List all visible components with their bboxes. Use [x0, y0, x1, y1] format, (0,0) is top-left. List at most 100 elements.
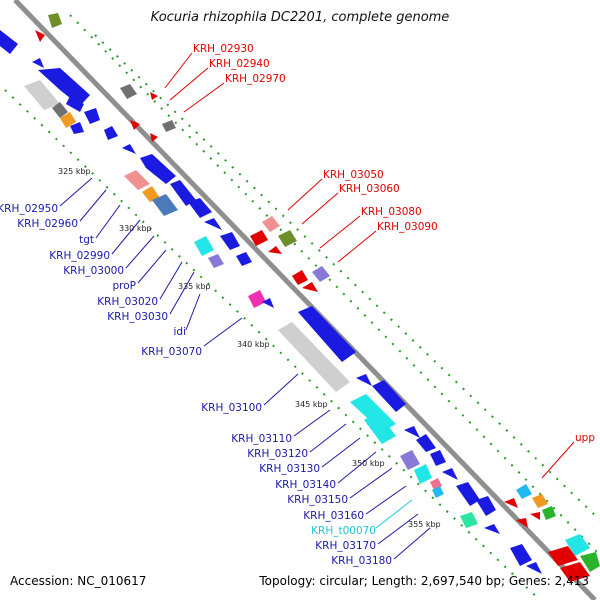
- gene-label: KRH_03120: [247, 448, 308, 460]
- reverse-gene-labels: KRH_02950 KRH_02960 tgt KRH_02990 KRH_03…: [0, 203, 392, 567]
- gene-feature: [35, 30, 45, 42]
- gene-feature: [484, 524, 500, 534]
- gene-feature: [530, 512, 540, 520]
- gene-label: KRH_03140: [275, 479, 336, 491]
- gene-feature: [414, 464, 432, 484]
- gene-feature: [38, 68, 90, 106]
- gene-feature: [312, 266, 330, 282]
- gene-feature: [432, 486, 444, 498]
- gene-feature: [70, 122, 84, 134]
- gene-feature: [364, 412, 396, 444]
- gene-label: KRH_02930: [193, 43, 254, 55]
- scale-ticks: 325 kbp 330 kbp 335 kbp 340 kbp 345 kbp …: [58, 167, 441, 529]
- genome-summary-text: Topology: circular; Length: 2,697,540 bp…: [259, 574, 589, 588]
- gene-feature: [188, 198, 212, 218]
- rna-leader: [375, 499, 413, 529]
- forward-features: [35, 13, 600, 582]
- gene-feature: [456, 482, 480, 506]
- gene-feature: [516, 484, 532, 499]
- gene-feature: [122, 144, 136, 154]
- outer-guide-track: [69, 14, 600, 556]
- gene-label: KRH_03130: [259, 463, 320, 475]
- gene-feature: [278, 230, 297, 247]
- scale-tick-label: 335 kbp: [178, 282, 211, 291]
- gene-label: KRH_03020: [97, 296, 158, 308]
- gene-feature: [460, 512, 478, 528]
- gene-label: KRH_02960: [17, 218, 78, 230]
- gene-label: KRH_03080: [361, 206, 422, 218]
- gene-feature: [208, 254, 224, 268]
- gene-label: upp: [575, 432, 595, 444]
- gene-feature: [510, 544, 532, 566]
- gene-feature: [150, 92, 158, 100]
- genome-axis: [13, 0, 597, 600]
- gene-label: KRH_03070: [141, 346, 202, 358]
- gene-feature: [250, 230, 268, 246]
- gene-label: KRH_03060: [339, 183, 400, 195]
- gene-feature: [220, 232, 240, 250]
- gene-label: KRH_02990: [49, 250, 110, 262]
- gene-feature: [292, 270, 308, 285]
- gene-feature: [24, 80, 60, 110]
- gene-label: KRH_03170: [315, 540, 376, 552]
- gene-feature: [204, 218, 222, 230]
- gene-feature: [532, 494, 548, 508]
- accession-text: Accession: NC_010617: [10, 574, 147, 588]
- gene-feature: [298, 306, 356, 362]
- scale-tick-label: 330 kbp: [119, 224, 152, 233]
- gene-label: KRH_02950: [0, 203, 58, 215]
- forward-gene-labels: KRH_02930 KRH_02940 KRH_02970 KRH_03050 …: [193, 43, 595, 444]
- scale-tick-label: 355 kbp: [408, 520, 441, 529]
- gene-feature: [560, 562, 590, 582]
- gene-feature: [542, 506, 556, 520]
- gene-label: KRH_03100: [201, 402, 262, 414]
- gene-feature: [278, 322, 350, 392]
- gene-label: KRH_03030: [107, 311, 168, 323]
- gene-feature: [262, 216, 280, 232]
- gene-feature: [140, 154, 176, 184]
- gene-feature: [430, 450, 446, 466]
- gene-feature: [476, 496, 496, 516]
- scale-tick-label: 345 kbp: [295, 400, 328, 409]
- gene-feature: [32, 58, 44, 68]
- gene-feature: [170, 180, 196, 206]
- gene-label: KRH_03000: [63, 265, 124, 277]
- gene-feature: [268, 246, 282, 254]
- gene-feature: [565, 534, 590, 556]
- gene-label: KRH_03180: [331, 555, 392, 567]
- gene-label-rna: KRH_t00070: [311, 525, 376, 537]
- gene-feature: [548, 546, 578, 566]
- gene-feature: [48, 13, 62, 28]
- gene-feature: [236, 252, 252, 266]
- scale-tick-label: 340 kbp: [237, 340, 270, 349]
- gene-feature: [302, 282, 318, 292]
- gene-feature: [0, 30, 18, 54]
- gene-feature: [152, 194, 178, 216]
- gene-feature: [142, 186, 160, 202]
- gene-feature: [580, 552, 600, 572]
- gene-label: KRH_02970: [225, 73, 286, 85]
- forward-leaders: [164, 52, 575, 479]
- gene-label: KRH_02940: [209, 58, 270, 70]
- gene-feature: [526, 562, 542, 574]
- outer-guide-track-2: [94, 34, 600, 521]
- gene-feature: [104, 126, 118, 140]
- gene-feature: [130, 120, 140, 130]
- gene-feature: [150, 133, 158, 142]
- map-title: Kocuria rhizophila DC2201, complete geno…: [150, 10, 450, 25]
- gene-feature: [416, 434, 436, 452]
- gene-label: KRH_03160: [303, 510, 364, 522]
- gene-label: KRH_03110: [231, 433, 292, 445]
- gene-feature: [262, 298, 274, 308]
- gene-feature: [504, 498, 518, 508]
- gene-label: KRH_03090: [377, 221, 438, 233]
- gene-feature: [404, 426, 420, 438]
- gene-feature: [66, 96, 84, 112]
- gene-label: tgt: [79, 234, 94, 246]
- gene-feature: [120, 84, 137, 99]
- gene-feature: [162, 120, 176, 132]
- gene-label: KRH_03150: [287, 494, 348, 506]
- gene-feature: [356, 374, 372, 386]
- gene-feature: [516, 518, 528, 528]
